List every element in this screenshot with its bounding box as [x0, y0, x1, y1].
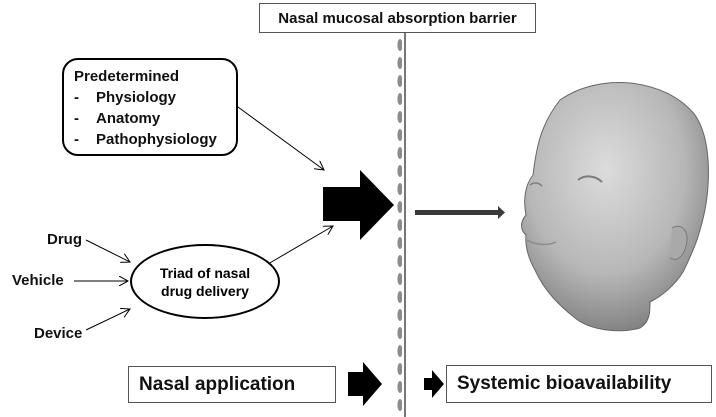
triad-label: Triad of nasal drug delivery: [159, 264, 251, 299]
triad-arrow: [267, 226, 333, 265]
nasal-application-box: Nasal application: [128, 366, 336, 403]
predetermined-item: -Anatomy: [74, 110, 161, 127]
predetermined-arrow: [237, 106, 324, 170]
barrier-title: Nasal mucosal absorption barrier: [259, 3, 536, 33]
systemic-bioavailability-box: Systemic bioavailability: [446, 365, 712, 403]
block-arrow-large: [323, 170, 394, 240]
block-arrow-bottom-left: [348, 362, 382, 406]
predetermined-box: Predetermined -Physiology -Anatomy -Path…: [62, 58, 238, 156]
absorption-barrier: [393, 33, 406, 417]
device-label: Device: [34, 325, 83, 342]
predetermined-heading: Predetermined: [74, 68, 180, 85]
predetermined-item: -Pathophysiology: [74, 131, 217, 148]
triad-ellipse: Triad of nasal drug delivery: [130, 244, 280, 319]
predetermined-item: -Physiology: [74, 89, 177, 106]
vehicle-label: Vehicle: [12, 272, 64, 289]
drug-arrow: [85, 239, 130, 262]
head-icon: [521, 82, 709, 332]
absorption-arrow: [415, 206, 505, 219]
device-arrow: [85, 309, 130, 331]
block-arrow-bottom-right: [424, 370, 444, 398]
drug-label: Drug: [47, 231, 82, 248]
